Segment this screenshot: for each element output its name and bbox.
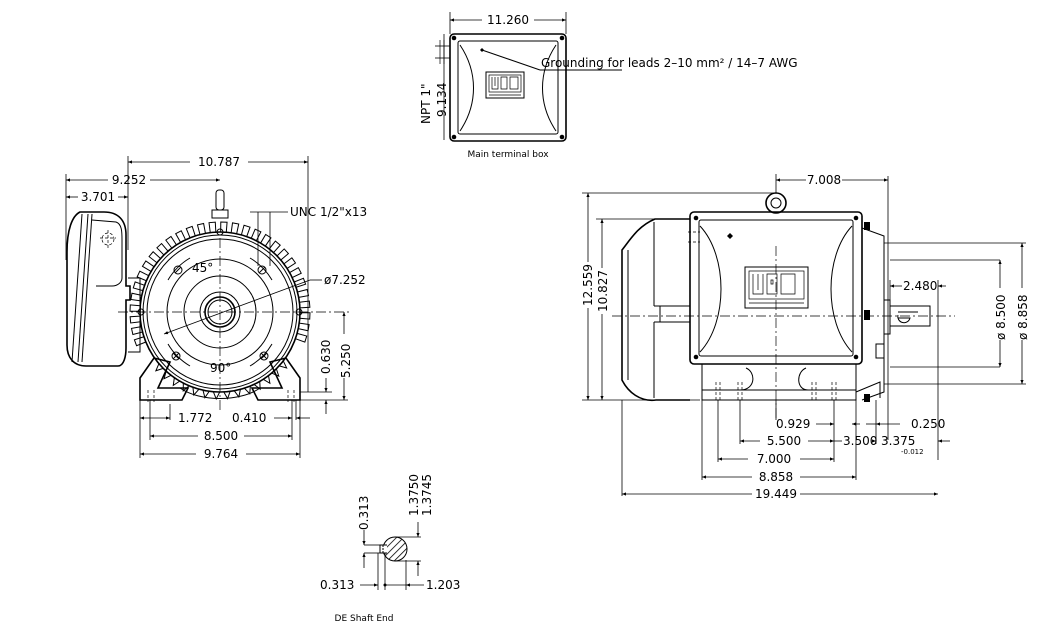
conduit-size-label: NPT 1" bbox=[419, 83, 433, 124]
dim-3-375-tolerance: -0.012 bbox=[901, 448, 924, 456]
mount-thread-spec: UNC 1/2"x13 bbox=[290, 205, 367, 219]
grounding-note: Grounding for leads 2–10 mm² / 14–7 AWG bbox=[541, 56, 798, 70]
side-view: 7.008 bbox=[581, 173, 1030, 501]
dim-2-480: 2.480 bbox=[903, 279, 937, 293]
dim-7-008: 7.008 bbox=[807, 173, 841, 187]
cooling-fin bbox=[262, 375, 271, 385]
cooling-fin bbox=[196, 222, 206, 235]
cooling-fin bbox=[240, 224, 251, 237]
cooling-fin bbox=[156, 242, 169, 256]
dim-8-858: 8.858 bbox=[759, 470, 793, 484]
cooling-fin bbox=[230, 222, 240, 234]
terminal-box-caption: Main terminal box bbox=[467, 150, 549, 160]
cooling-fin bbox=[172, 377, 181, 387]
dim-pilot-diameter: ø 8.500 bbox=[994, 294, 1008, 340]
dim-12-559: 12.559 bbox=[581, 264, 595, 306]
dim-7-000: 7.000 bbox=[757, 452, 791, 466]
dim-10-787: 10.787 bbox=[198, 155, 240, 169]
cooling-fin bbox=[133, 336, 147, 347]
cooling-fin bbox=[279, 360, 288, 369]
terminal-box-width-dim: 11.260 bbox=[487, 13, 529, 27]
cooling-fin bbox=[129, 304, 141, 312]
cooling-fin bbox=[268, 240, 281, 253]
cooling-fin bbox=[129, 315, 141, 324]
cooling-fin bbox=[148, 251, 161, 264]
cooling-fin bbox=[141, 260, 155, 272]
dim-3-500: 3.500 bbox=[843, 434, 877, 448]
dim-19-449: 19.449 bbox=[755, 487, 797, 501]
cooling-fin bbox=[130, 326, 143, 336]
cooling-fin bbox=[283, 257, 297, 269]
dim-diameter-max: 1.3750 bbox=[407, 474, 421, 516]
end-view: 10.787 9.252 3.701 bbox=[65, 155, 367, 461]
dim-diameter-7-252: ø7.252 bbox=[324, 273, 366, 287]
dim-1-203: 1.203 bbox=[426, 578, 460, 592]
angle-90: 90° bbox=[210, 361, 231, 375]
weg-logo-large bbox=[744, 266, 809, 309]
cooling-fin bbox=[212, 391, 221, 401]
dim-0-630: 0.630 bbox=[319, 340, 333, 374]
dim-0-929: 0.929 bbox=[776, 417, 810, 431]
cooling-fin bbox=[295, 332, 308, 343]
cooling-fin bbox=[220, 221, 228, 233]
cooling-fin bbox=[299, 312, 311, 320]
dim-10-827: 10.827 bbox=[596, 270, 610, 312]
dim-9-252: 9.252 bbox=[112, 173, 146, 187]
cooling-fin bbox=[253, 381, 261, 391]
dim-3-701: 3.701 bbox=[81, 190, 115, 204]
terminal-box-view: 11.260 Grounding for leads 2–10 mm² / 14… bbox=[419, 12, 798, 160]
cooling-fin bbox=[136, 270, 149, 282]
de-shaft-end-view: 0.313 1.3750 1.3745 0.313 1.203 DE Shaft… bbox=[320, 474, 460, 624]
cooling-fin bbox=[293, 277, 307, 288]
dim-3-375: 3.375 bbox=[881, 434, 915, 448]
terminal-box-height-dim: 9.134 bbox=[435, 83, 449, 117]
cooling-fin bbox=[298, 322, 310, 332]
cooling-fin bbox=[271, 368, 280, 378]
weg-logo-small bbox=[485, 71, 525, 99]
dim-1-772: 1.772 bbox=[178, 411, 212, 425]
cooling-fin bbox=[260, 233, 272, 247]
dim-flange-diameter: ø 8.858 bbox=[1016, 294, 1030, 340]
dim-5-250: 5.250 bbox=[339, 344, 353, 378]
shaft-end-caption: DE Shaft End bbox=[335, 614, 394, 624]
cooling-fin bbox=[208, 221, 217, 233]
cooling-fin bbox=[174, 230, 187, 243]
cooling-fin bbox=[297, 288, 310, 298]
cooling-fin bbox=[299, 300, 311, 309]
cooling-fin bbox=[276, 248, 290, 261]
dim-key-0-313-vertical: 0.313 bbox=[357, 496, 371, 530]
cooling-fin bbox=[289, 266, 302, 279]
cooling-fin bbox=[165, 235, 177, 249]
dim-0-410: 0.410 bbox=[232, 411, 266, 425]
dim-8-500: 8.500 bbox=[204, 429, 238, 443]
cooling-fin bbox=[154, 363, 164, 372]
dim-key-0-313-horizontal: 0.313 bbox=[320, 578, 354, 592]
angle-45: 45° bbox=[192, 261, 213, 275]
dim-5-500: 5.500 bbox=[767, 434, 801, 448]
cooling-fin bbox=[132, 281, 145, 292]
dim-0-250: 0.250 bbox=[911, 417, 945, 431]
dim-9-764: 9.764 bbox=[204, 447, 238, 461]
cooling-fin bbox=[130, 292, 142, 302]
cooling-fin bbox=[185, 225, 196, 239]
dim-diameter-min: 1.3745 bbox=[420, 474, 434, 516]
